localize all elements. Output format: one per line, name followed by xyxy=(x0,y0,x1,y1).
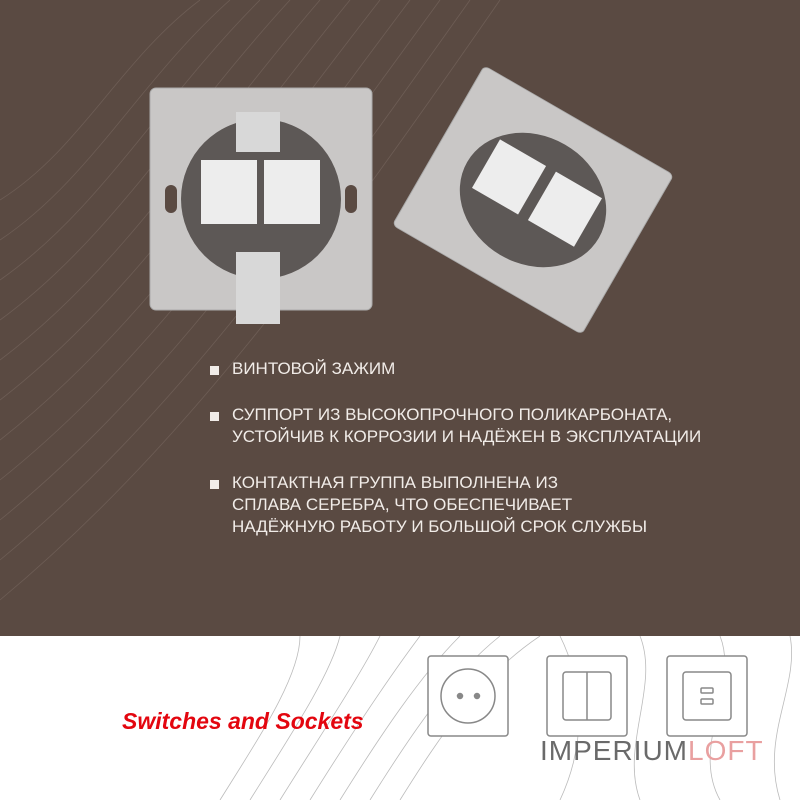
switch-icon xyxy=(546,655,628,737)
feature-text: КОНТАКТНАЯ ГРУППА ВЫПОЛНЕНА ИЗ xyxy=(232,473,558,492)
brand-banner xyxy=(0,636,800,800)
product-photo-angle xyxy=(393,67,673,333)
feature-item: ВИНТОВОЙ ЗАЖИМ xyxy=(210,358,701,380)
bullet-square-icon xyxy=(210,480,219,489)
feature-item: СУППОРТ ИЗ ВЫСОКОПРОЧНОГО ПОЛИКАРБОНАТА,… xyxy=(210,404,701,448)
usb-charger-icon xyxy=(666,655,748,737)
feature-text: НАДЁЖНУЮ РАБОТУ И БОЛЬШОЙ СРОК СЛУЖБЫ xyxy=(232,517,648,536)
brand-logo: IMPERIUMLOFT xyxy=(540,735,764,767)
socket-icon xyxy=(427,655,509,737)
product-icons xyxy=(427,655,748,737)
feature-text: УСТОЙЧИВ К КОРРОЗИИ И НАДЁЖЕН В ЭКСПЛУАТ… xyxy=(232,427,702,446)
bullet-square-icon xyxy=(210,412,219,421)
logo-part-loft: LOFT xyxy=(688,735,764,766)
bullet-square-icon xyxy=(210,366,219,375)
tagline: Switches and Sockets xyxy=(122,708,364,734)
logo-part-imperium: IMPERIUM xyxy=(540,735,688,766)
feature-text: ВИНТОВОЙ ЗАЖИМ xyxy=(232,359,396,378)
feature-text: СПЛАВА СЕРЕБРА, ЧТО ОБЕСПЕЧИВАЕТ xyxy=(232,495,573,514)
product-photo-front xyxy=(149,87,373,324)
product-area: ВИНТОВОЙ ЗАЖИМ СУППОРТ ИЗ ВЫСОКОПРОЧНОГО… xyxy=(0,0,702,601)
feature-list: ВИНТОВОЙ ЗАЖИМ СУППОРТ ИЗ ВЫСОКОПРОЧНОГО… xyxy=(210,358,701,562)
feature-item: КОНТАКТНАЯ ГРУППА ВЫПОЛНЕНА ИЗ СПЛАВА СЕ… xyxy=(210,472,701,538)
feature-text: СУППОРТ ИЗ ВЫСОКОПРОЧНОГО ПОЛИКАРБОНАТА, xyxy=(232,405,673,424)
